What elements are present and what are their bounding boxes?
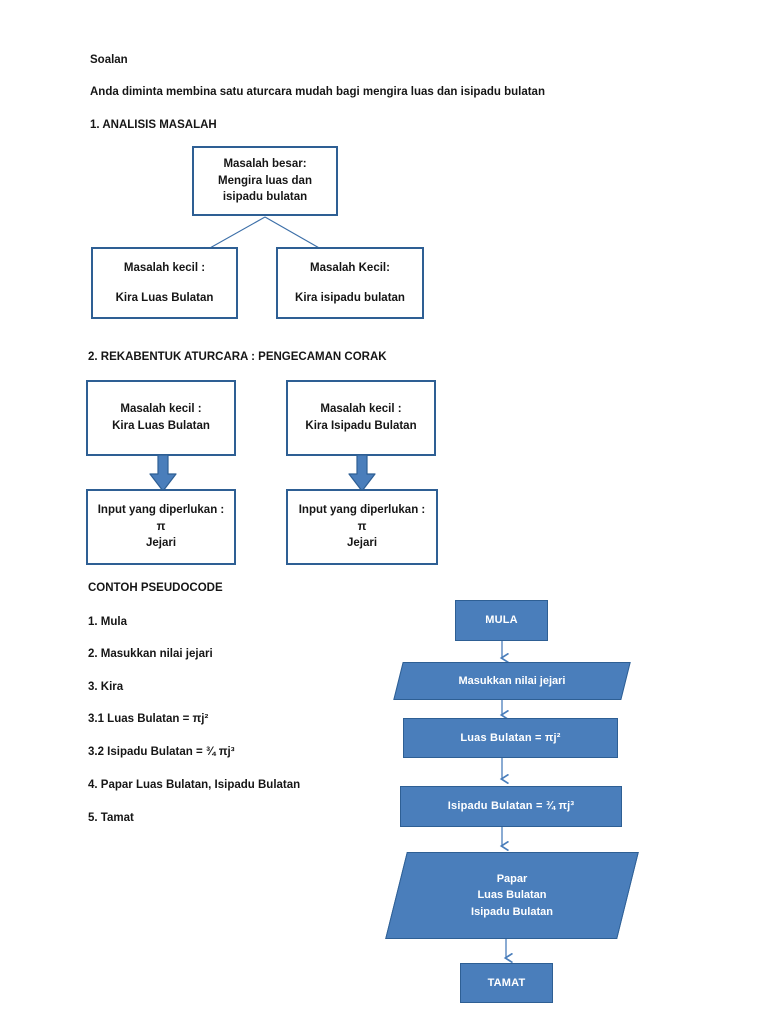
flowchart-input-node: Masukkan nilai jejari — [393, 662, 631, 700]
sub-problem-right-box: Masalah Kecil: Kira isipadu bulatan — [276, 247, 424, 319]
design-left-problem-line-2: Kira Luas Bulatan — [112, 420, 210, 432]
pseudocode-step-3-2: 3.2 Isipadu Bulatan = ¾ πj³ — [88, 746, 235, 758]
connector-start-to-input — [490, 641, 514, 665]
design-left-problem-box: Masalah kecil : Kira Luas Bulatan — [86, 380, 236, 456]
section-2-title: 2. REKABENTUK ATURCARA : PENGECAMAN CORA… — [88, 351, 387, 363]
flowchart-output-line-2: Luas Bulatan — [477, 889, 547, 902]
flowchart-start-label: MULA — [485, 614, 518, 627]
connector-input-to-process1 — [490, 700, 514, 722]
connector-process1-to-process2 — [490, 758, 514, 786]
page-title: Soalan — [90, 54, 128, 66]
flowchart-output-node: Papar Luas Bulatan Isipadu Bulatan — [385, 852, 639, 939]
pseudocode-title: CONTOH PSEUDOCODE — [88, 582, 223, 594]
flowchart-process-1-node: Luas Bulatan = πj² — [403, 718, 618, 758]
design-right-input-line-3: Jejari — [346, 537, 378, 550]
design-left-problem-line-1: Masalah kecil : — [120, 403, 202, 416]
design-left-input-line-3: Jejari — [145, 537, 177, 550]
flowchart-end-node: TAMAT — [460, 963, 553, 1003]
design-right-input-line-2: π — [357, 520, 367, 533]
pseudocode-step-4: 4. Papar Luas Bulatan, Isipadu Bulatan — [88, 779, 301, 791]
intro-paragraph: Anda diminta membina satu aturcara mudah… — [90, 86, 545, 98]
sub-right-line-1: Masalah Kecil: — [310, 261, 390, 274]
main-problem-line-3: isipadu bulatan — [222, 191, 308, 204]
connector-process2-to-output — [490, 827, 514, 853]
pseudocode-step-1: 1. Mula — [88, 616, 127, 628]
sub-left-line-1: Masalah kecil : — [123, 261, 206, 274]
flowchart-process-2-label: Isipadu Bulatan = ¾ πj³ — [447, 800, 575, 813]
design-right-input-box: Input yang diperlukan : π Jejari — [286, 489, 438, 565]
design-left-input-line-2: π — [156, 520, 166, 533]
block-arrow-right — [348, 455, 376, 492]
design-left-input-box: Input yang diperlukan : π Jejari — [86, 489, 236, 565]
pseudocode-step-3: 3. Kira — [88, 681, 124, 693]
main-problem-box: Masalah besar: Mengira luas dan isipadu … — [192, 146, 338, 216]
design-right-problem-line-1: Masalah kecil : — [320, 403, 402, 416]
flowchart-end-label: TAMAT — [487, 976, 526, 989]
flowchart-output-label: Papar Luas Bulatan Isipadu Bulatan — [396, 871, 628, 921]
flowchart-output-line-3: Isipadu Bulatan — [471, 905, 553, 918]
sub-right-line-2: Kira isipadu bulatan — [295, 291, 405, 304]
design-left-input-line-1: Input yang diperlukan : — [97, 503, 225, 516]
connector-output-to-end — [494, 939, 518, 965]
flowchart-output-line-1: Papar — [496, 872, 528, 885]
sub-problem-left-box: Masalah kecil : Kira Luas Bulatan — [91, 247, 238, 319]
pseudocode-step-2: 2. Masukkan nilai jejari — [88, 648, 213, 660]
sub-left-line-2: Kira Luas Bulatan — [115, 291, 214, 304]
main-problem-line-1: Masalah besar: — [223, 157, 307, 170]
design-right-input-line-1: Input yang diperlukan : — [298, 503, 426, 516]
design-right-problem-line-2: Kira Isipadu Bulatan — [305, 420, 417, 432]
main-problem-line-2: Mengira luas dan — [218, 174, 312, 187]
pseudocode-step-5: 5. Tamat — [88, 812, 134, 824]
section-1-title: 1. ANALISIS MASALAH — [90, 119, 217, 131]
pseudocode-step-3-1: 3.1 Luas Bulatan = πj² — [88, 713, 209, 725]
flowchart-process-2-node: Isipadu Bulatan = ¾ πj³ — [400, 786, 622, 827]
flowchart-process-1-label: Luas Bulatan = πj² — [460, 731, 561, 744]
block-arrow-left — [149, 455, 177, 492]
design-right-problem-box: Masalah kecil : Kira Isipadu Bulatan — [286, 380, 436, 456]
flowchart-start-node: MULA — [455, 600, 548, 641]
flowchart-input-label: Masukkan nilai jejari — [458, 674, 566, 687]
